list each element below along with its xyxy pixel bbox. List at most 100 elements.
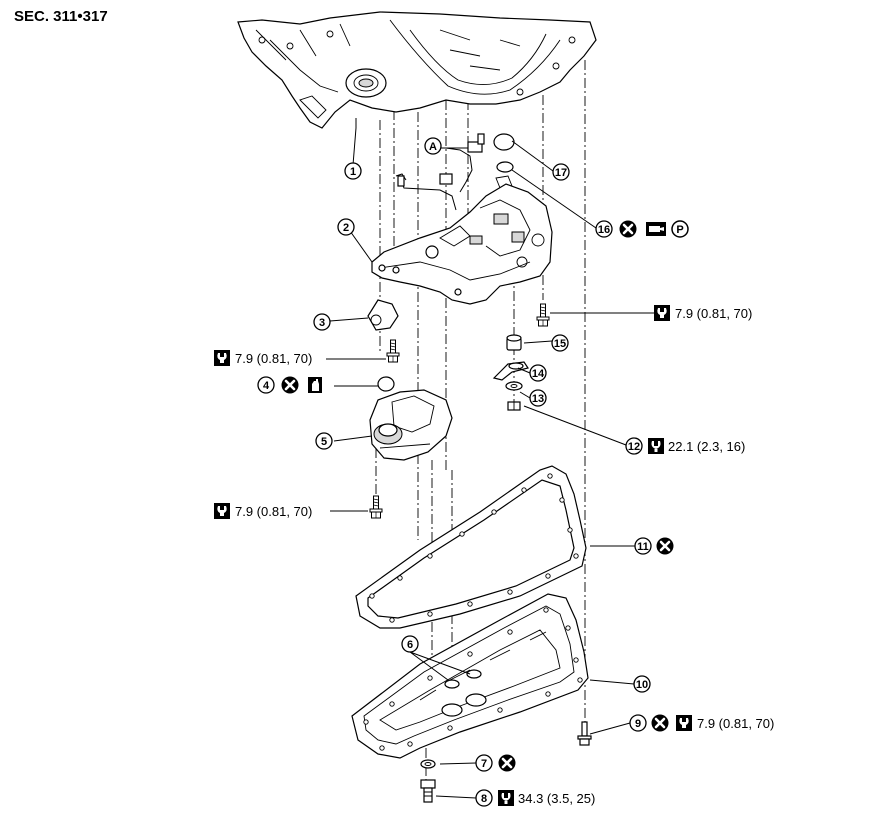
bolt-hole bbox=[363, 719, 369, 725]
bolt-hole bbox=[467, 601, 473, 607]
section-reference: SEC. 311•317 bbox=[14, 8, 108, 25]
svg-text:7.9 (0.81, 70): 7.9 (0.81, 70) bbox=[235, 504, 312, 519]
bracket-3 bbox=[367, 299, 399, 331]
o-ring-16 bbox=[496, 161, 514, 173]
bolt-hole bbox=[459, 531, 465, 537]
transaxle-case bbox=[237, 11, 597, 129]
do-not-reuse-icon bbox=[618, 219, 638, 239]
torque-spec-upper-right: 7.9 (0.81, 70) bbox=[654, 305, 752, 321]
torque-wrench-icon bbox=[214, 350, 230, 366]
oil-strainer bbox=[369, 389, 453, 461]
sealant-icon bbox=[646, 222, 666, 236]
callout-12: 12 22.1 (2.3, 16) bbox=[625, 437, 745, 455]
bolt-hole bbox=[547, 473, 553, 479]
fluid-icon bbox=[308, 377, 322, 393]
bolt-hole bbox=[573, 657, 579, 663]
drain-plug-8 bbox=[420, 779, 436, 803]
svg-text:15: 15 bbox=[554, 338, 566, 350]
do-not-reuse-icon bbox=[650, 713, 670, 733]
bolt-hole bbox=[565, 625, 571, 631]
callout-16: 16 P bbox=[595, 219, 689, 239]
bolt-hole bbox=[389, 617, 395, 623]
bolt-hole bbox=[407, 741, 413, 747]
bolt-hole bbox=[427, 611, 433, 617]
bolt-5 bbox=[369, 495, 383, 519]
svg-text:3: 3 bbox=[319, 317, 325, 329]
bolt-hole bbox=[369, 593, 375, 599]
control-valve-assembly bbox=[371, 175, 553, 305]
o-ring-4 bbox=[377, 376, 395, 392]
svg-text:7: 7 bbox=[481, 758, 487, 770]
oil-pan-gasket bbox=[355, 465, 587, 629]
callout-10: 10 bbox=[633, 675, 651, 693]
svg-text:16: 16 bbox=[598, 224, 610, 236]
bolt-3 bbox=[386, 339, 400, 363]
nut-12 bbox=[507, 401, 521, 411]
torque-label-9: 7.9 (0.81, 70) bbox=[697, 716, 774, 731]
do-not-reuse-icon bbox=[280, 375, 300, 395]
svg-text:10: 10 bbox=[636, 679, 648, 691]
svg-text:14: 14 bbox=[532, 368, 545, 380]
drain-plug-grommets-6 bbox=[441, 669, 487, 717]
bolt-hole bbox=[545, 573, 551, 579]
bolt-hole bbox=[467, 651, 473, 657]
callout-4: 4 bbox=[257, 375, 322, 395]
bolt-hole bbox=[567, 527, 573, 533]
bolt-hole bbox=[573, 553, 579, 559]
leader-lines bbox=[326, 118, 654, 799]
do-not-reuse-icon bbox=[655, 536, 675, 556]
svg-text:6: 6 bbox=[407, 639, 413, 651]
svg-text:1: 1 bbox=[350, 166, 356, 178]
bolt-hole bbox=[497, 707, 503, 713]
bolt-9 bbox=[577, 721, 592, 746]
bolt-hole bbox=[507, 589, 513, 595]
drain-plug-gasket-7 bbox=[420, 759, 436, 769]
svg-text:7.9 (0.81, 70): 7.9 (0.81, 70) bbox=[675, 306, 752, 321]
callout-17: 17 bbox=[552, 163, 570, 181]
callout-8: 8 34.3 (3.5, 25) bbox=[475, 789, 595, 807]
callout-2: 2 bbox=[337, 218, 355, 236]
bolt-hole bbox=[545, 691, 551, 697]
svg-text:A: A bbox=[429, 141, 437, 153]
o-ring-17 bbox=[493, 133, 515, 151]
bolt-hole bbox=[397, 575, 403, 581]
svg-text:11: 11 bbox=[637, 541, 649, 553]
callout-6: 6 bbox=[401, 635, 419, 653]
bolt-hole bbox=[447, 725, 453, 731]
callout-3: 3 bbox=[313, 313, 331, 331]
callout-11: 11 bbox=[634, 536, 675, 556]
do-not-reuse-icon bbox=[497, 753, 517, 773]
svg-text:7.9 (0.81, 70): 7.9 (0.81, 70) bbox=[235, 351, 312, 366]
bolt-hole bbox=[507, 629, 513, 635]
svg-text:12: 12 bbox=[628, 441, 640, 453]
torque-icon bbox=[498, 790, 514, 806]
torque-label-8: 34.3 (3.5, 25) bbox=[518, 791, 595, 806]
torque-wrench-icon bbox=[676, 715, 692, 731]
torque-spec-bolt-3: 7.9 (0.81, 70) bbox=[214, 350, 312, 366]
svg-text:8: 8 bbox=[481, 793, 487, 805]
bolt-hole bbox=[379, 745, 385, 751]
svg-text:2: 2 bbox=[343, 222, 349, 234]
callout-14: 14 bbox=[529, 364, 547, 382]
svg-text:13: 13 bbox=[532, 393, 544, 405]
torque-spec-bolt-5: 7.9 (0.81, 70) bbox=[214, 503, 312, 519]
torque-wrench-icon bbox=[654, 305, 670, 321]
washer-13 bbox=[505, 381, 523, 391]
bolt-hole bbox=[577, 677, 583, 683]
bolt-hole bbox=[543, 607, 549, 613]
callout-A: A bbox=[424, 137, 442, 155]
bolt-hole bbox=[521, 487, 527, 493]
callout-13: 13 bbox=[529, 389, 547, 407]
magnet-15 bbox=[506, 334, 522, 351]
bolt-upper-right bbox=[536, 303, 550, 327]
torque-icon bbox=[648, 438, 664, 454]
bolt-hole bbox=[427, 675, 433, 681]
callout-15: 15 bbox=[551, 334, 569, 352]
callout-9: 9 7.9 (0.81, 70) bbox=[629, 713, 774, 733]
petroleum-jelly-symbol: P bbox=[676, 224, 683, 236]
callout-5: 5 bbox=[315, 432, 333, 450]
bolt-hole bbox=[491, 509, 497, 515]
callout-1: 1 bbox=[344, 162, 362, 180]
torque-wrench-icon bbox=[214, 503, 230, 519]
